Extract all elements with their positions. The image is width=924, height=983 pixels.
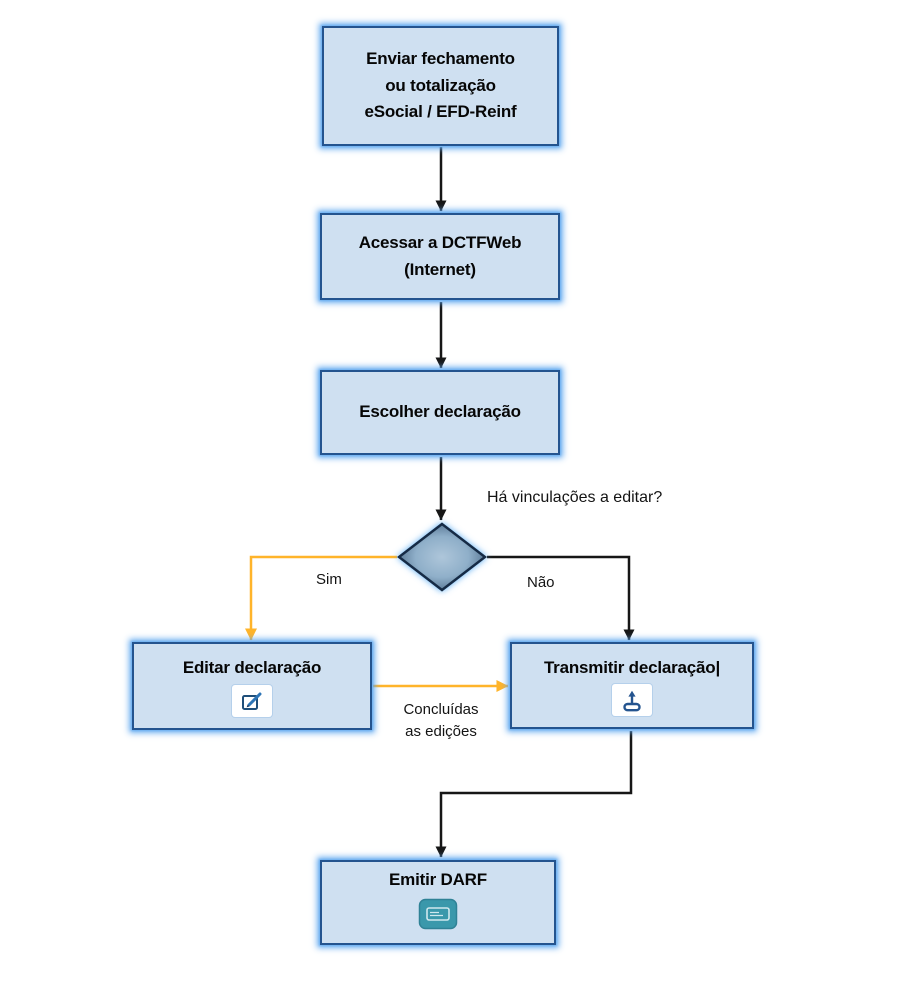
node-label: Editar declaração <box>182 658 322 678</box>
decision-diamond[interactable] <box>396 522 488 592</box>
edge-label-line: Concluídas <box>403 701 479 718</box>
node-label: Acessar a DCTFWeb <box>358 233 522 253</box>
node-label-text: Transmitir declaração <box>543 657 716 677</box>
edit-pencil-icon[interactable] <box>232 684 272 717</box>
connector-sim-to-editar <box>245 555 397 641</box>
connector-nao-to-transmitir <box>487 555 635 641</box>
node-label: Emitir DARF <box>389 870 487 890</box>
text-cursor: | <box>715 657 721 677</box>
node-label: Enviar fechamento <box>366 49 515 69</box>
edge-label-sim: Sim <box>316 571 342 588</box>
decision-question-label: Há vinculações a editar? <box>487 489 663 506</box>
edge-label-nao: Não <box>527 574 555 591</box>
node-label: ou totalização <box>385 75 496 95</box>
node-escolher-declaracao[interactable]: Escolher declaração <box>320 370 560 455</box>
node-label: (Internet) <box>404 259 476 279</box>
node-editar-declaracao[interactable]: Editar declaração <box>132 642 372 730</box>
node-label: Transmitir declaração| <box>544 655 720 681</box>
edge-label-concluidas: Concluídas as edições <box>381 699 501 743</box>
darf-document-icon[interactable] <box>418 898 458 938</box>
node-label: eSocial / EFD-Reinf <box>364 102 517 122</box>
node-transmitir-declaracao[interactable]: Transmitir declaração| <box>510 642 754 729</box>
upload-icon[interactable] <box>612 684 652 717</box>
node-emitir-darf[interactable]: Emitir DARF <box>320 860 556 945</box>
node-label: Escolher declaração <box>359 402 521 422</box>
node-enviar-fechamento[interactable]: Enviar fechamento ou totalização eSocial… <box>322 26 559 146</box>
edge-label-line: as edições <box>405 723 477 740</box>
connector-transmitir-to-emitir <box>435 731 633 858</box>
node-acessar-dctfweb[interactable]: Acessar a DCTFWeb (Internet) <box>320 213 560 300</box>
